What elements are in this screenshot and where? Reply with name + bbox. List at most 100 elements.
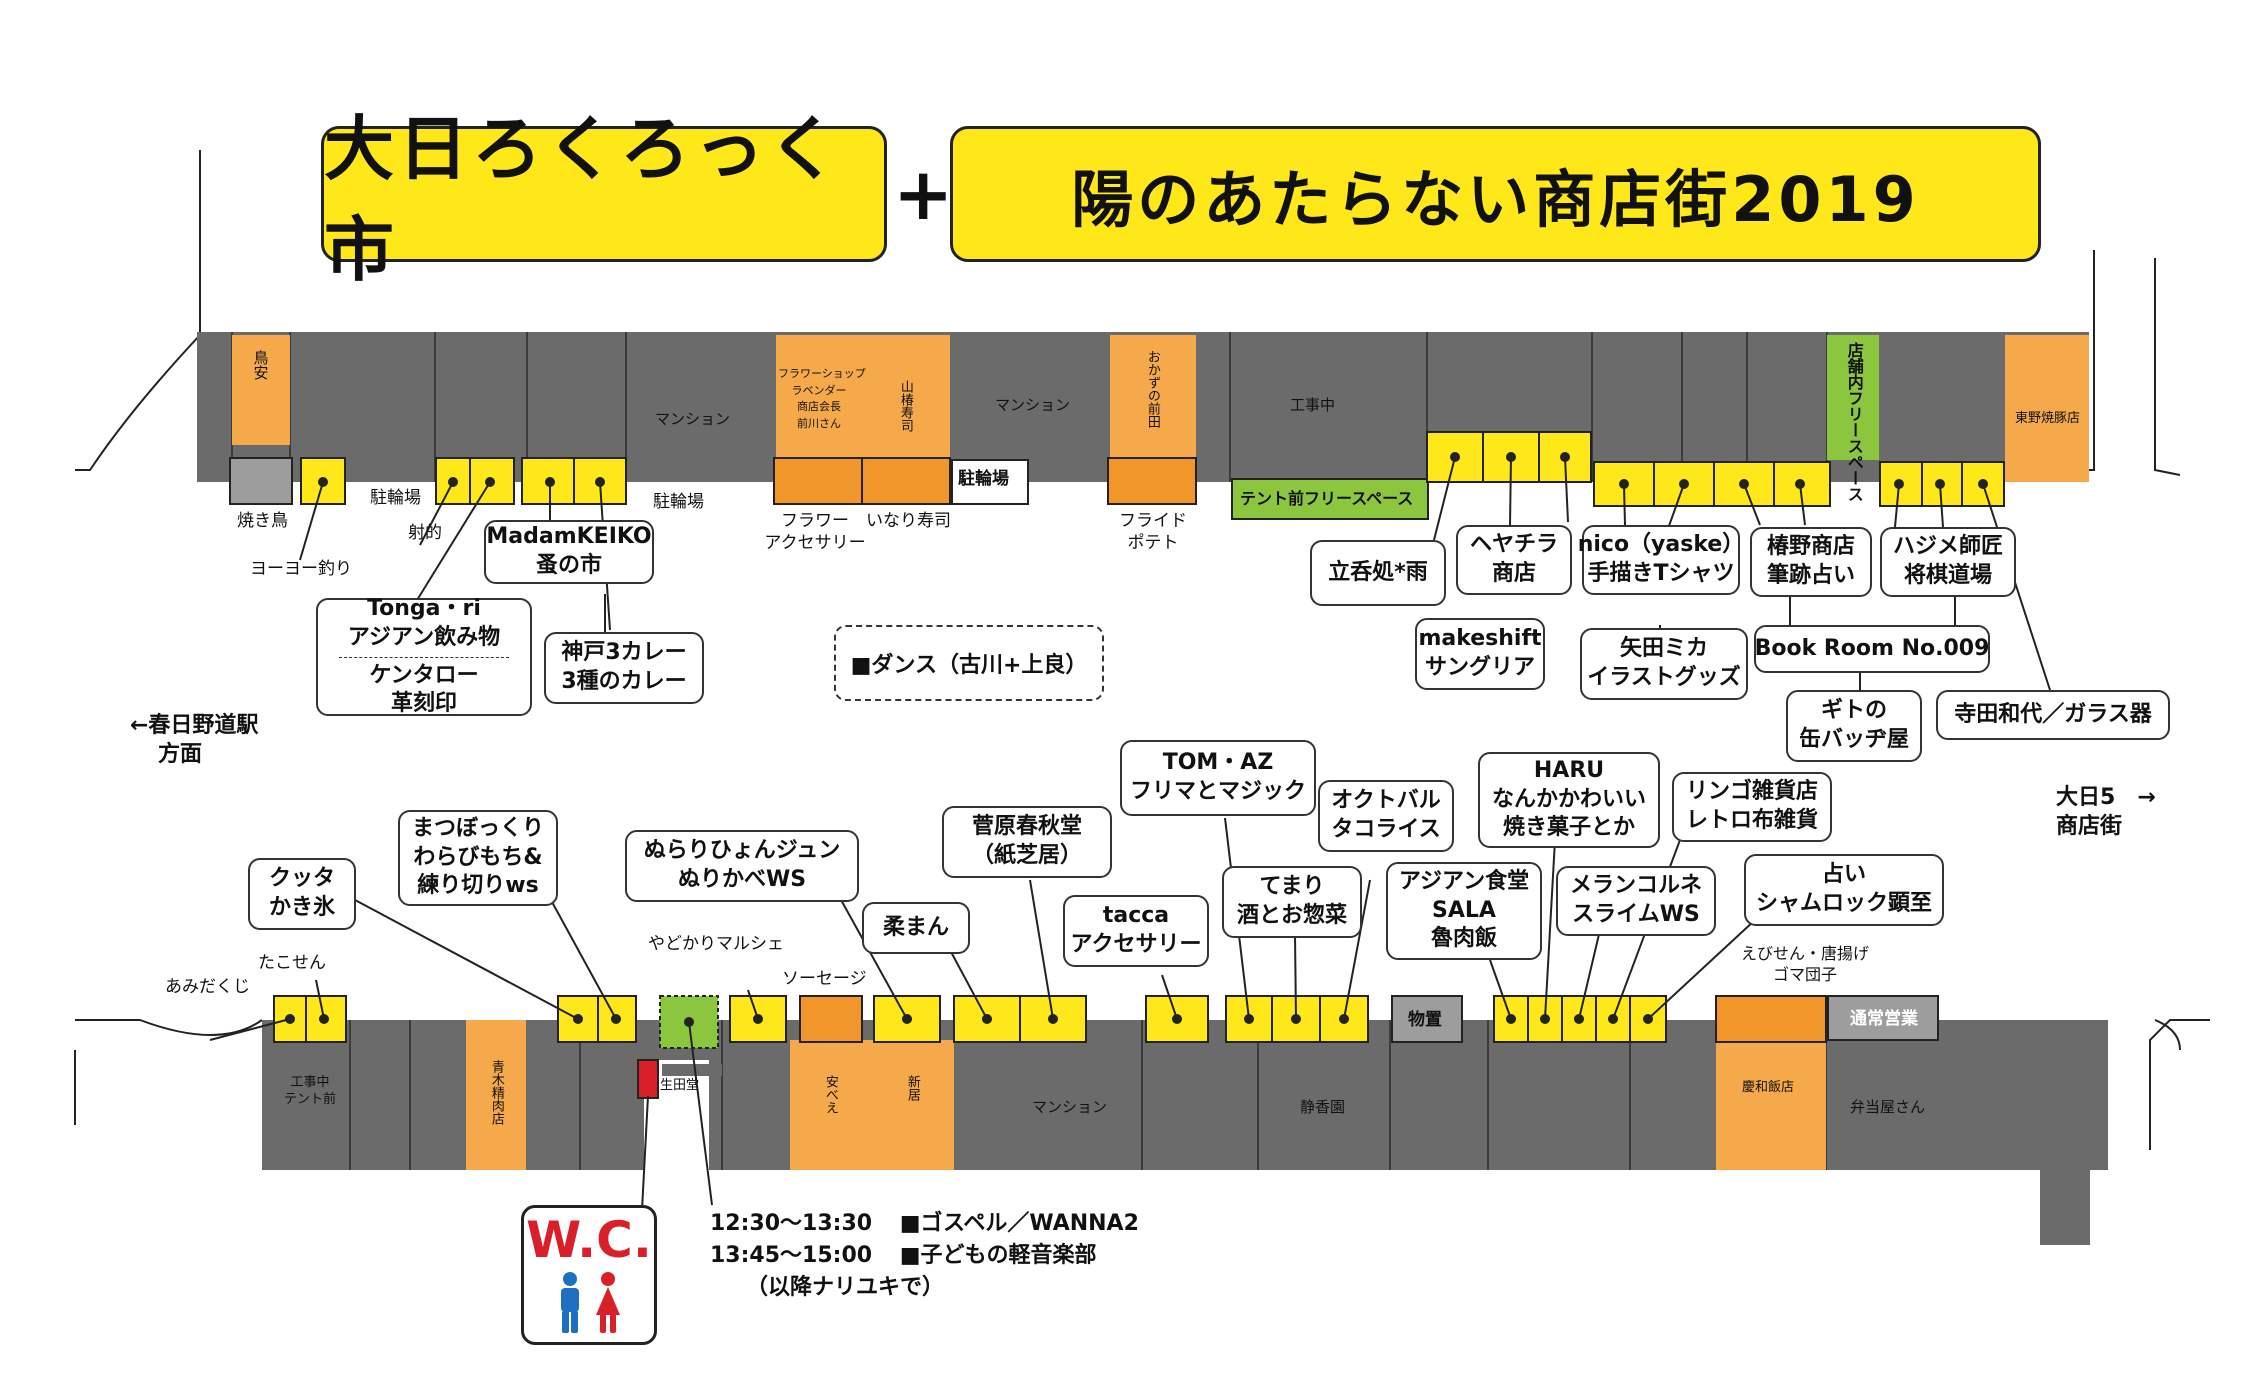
vendor-tom-az[interactable]: TOM・AZ フリマとマジック: [1120, 740, 1316, 816]
direction-left-line2: 方面: [158, 741, 203, 767]
vendor-guitar-badge[interactable]: ギトの 缶バッヂ屋: [1786, 690, 1922, 762]
female-toilet-icon: [596, 1272, 620, 1333]
shop-construction-south-line1: 工事中: [290, 1075, 330, 1090]
vendor-octobal-name: オクトバル: [1331, 788, 1441, 814]
vendor-tongari-kentaro[interactable]: Tonga・ri アジアン飲み物 ケンタロー 革刻印: [316, 596, 532, 716]
vendor-juman[interactable]: 柔まん: [862, 902, 970, 954]
vendor-kutta[interactable]: クッタ かき氷: [248, 858, 356, 930]
vendor-melan-corne[interactable]: メランコルネ スライムWS: [1556, 866, 1716, 936]
vendor-madam-keiko[interactable]: MadamKEIKO 蚤の市: [484, 520, 654, 584]
vendor-hajime-item: 将棋道場: [1903, 563, 1992, 588]
shop-torimasu: 鳥安: [251, 350, 270, 380]
vendor-makeshift-item: サングリア: [1424, 655, 1535, 680]
direction-right-line2: 商店街: [2056, 813, 2123, 839]
vendor-tongari-item: アジアン飲み物: [347, 624, 501, 650]
vendor-haru-item1: なんかかわいい: [1491, 786, 1646, 812]
vendor-makeshift[interactable]: makeshift サングリア: [1415, 618, 1545, 690]
vendor-sugawara[interactable]: 菅原春秋堂 （紙芝居）: [942, 806, 1112, 878]
vendor-hajime-shisho[interactable]: ハジメ師匠 将棋道場: [1880, 527, 2016, 597]
vendor-tsubaki-item: 筆跡占い: [1766, 563, 1855, 588]
vendor-rikkyo-ame[interactable]: 立呑処*雨: [1310, 540, 1446, 606]
vendor-melan-name: メランコルネ: [1569, 873, 1702, 899]
vendor-divider: [339, 656, 509, 658]
vendor-nico-item: 手描きTシャツ: [1587, 561, 1735, 586]
vendor-tacca-name: tacca: [1102, 903, 1170, 929]
vendor-book-room-name: Book Room No.009: [1754, 635, 1990, 661]
label-flower-accessory: フラワー アクセサリー: [760, 510, 870, 554]
label-bike-parking-3: 駐輪場: [958, 469, 1009, 489]
vendor-matsubokkuri-item1: わらびもち&: [413, 844, 543, 870]
label-yakitori: 焼き鳥: [237, 511, 288, 531]
vendor-haru-item2: 焼き菓子とか: [1502, 815, 1635, 841]
shop-bento: 弁当屋さん: [1850, 1098, 1926, 1116]
label-shateki: 射的: [408, 523, 442, 543]
vendor-tsubaki-shoten[interactable]: 椿野商店 筆跡占い: [1750, 527, 1872, 597]
wc-label: W.C.: [526, 1211, 652, 1269]
toilet-icon: [561, 1272, 620, 1333]
shop-shinkyo: 新居: [904, 1075, 920, 1101]
vendor-tacca-item: アクセサリー: [1070, 932, 1202, 957]
schedule-time-1: 12:30〜13:30: [710, 1211, 873, 1236]
vendor-hechira-shoten[interactable]: ヘヤチラ 商店: [1456, 525, 1572, 595]
vendor-matsubokkuri[interactable]: まつぼっくり わらびもち& 練り切りws: [398, 810, 558, 906]
vendor-uranai-item: シャムロック顕至: [1755, 891, 1932, 916]
vendor-haru[interactable]: HARU なんかかわいい 焼き菓子とか: [1478, 752, 1660, 848]
title-left-badge: 大日ろくろっく市: [321, 108, 887, 291]
direction-right-line1: 大日5 →: [2056, 785, 2156, 810]
shop-yamahashi-sushi: 山椿寿司: [897, 380, 913, 432]
vendor-terada-kazuyo[interactable]: 寺田和代／ガラス器: [1936, 690, 2170, 740]
shop-yasube: 安べえ: [822, 1075, 838, 1114]
vendor-kentaro-name: ケンタロー: [369, 662, 479, 688]
vendor-kobe-curry[interactable]: 神戸3カレー 3種のカレー: [544, 632, 704, 704]
vendor-temari[interactable]: てまり 酒とお惣菜: [1222, 866, 1362, 938]
vendor-tom-az-name: TOM・AZ: [1162, 750, 1274, 776]
vendor-nurarihyon-name: ぬらりひょんジュン: [643, 838, 841, 864]
schedule-event-1: ■ゴスペル／WANNA2: [899, 1211, 1139, 1236]
title-right-badge: 陽のあたらない商店街2019: [950, 126, 2041, 262]
label-inari-sushi: いなり寿司: [866, 511, 951, 531]
dance-area[interactable]: ■ダンス（古川+上良）: [834, 625, 1104, 701]
shop-construction-south-line2: テント前: [283, 1091, 336, 1107]
vendor-asian-shokudo[interactable]: アジアン食堂 SALA 魯肉飯: [1386, 862, 1542, 960]
wc-sign[interactable]: W.C.: [521, 1205, 657, 1345]
vendor-temari-name: てまり: [1259, 874, 1325, 900]
label-amidakuji: あみだくじ: [165, 977, 250, 997]
shop-mansion-south: マンション: [1032, 1098, 1108, 1116]
label-sausage: ソーセージ: [782, 969, 867, 989]
vendor-ringo-zakka[interactable]: リンゴ雑貨店 レトロ布雑貨: [1672, 772, 1832, 842]
vendor-nico-yaske[interactable]: nico（yaske） 手描きTシャツ: [1578, 525, 1744, 595]
vendor-octobal[interactable]: オクトバル タコライス: [1318, 780, 1454, 852]
vendor-matsubokkuri-name: まつぼっくり: [411, 816, 544, 842]
vendor-haru-name: HARU: [1533, 758, 1605, 784]
vendor-tacca[interactable]: tacca アクセサリー: [1063, 895, 1209, 967]
label-yoyo-fishing: ヨーヨー釣り: [250, 559, 352, 579]
label-ebisen-line1: えびせん・唐揚げ: [1740, 944, 1869, 963]
shop-storage: 物置: [1408, 1010, 1442, 1030]
vendor-nurarihyon[interactable]: ぬらりひょんジュン ぬりかべWS: [625, 830, 859, 902]
vendor-hajime-name: ハジメ師匠: [1892, 534, 2003, 560]
shop-keiwa-hanten: 慶和飯店: [1742, 1080, 1795, 1095]
vendor-sugawara-item: （紙芝居）: [971, 843, 1082, 868]
vendor-kutta-item: かき氷: [268, 895, 335, 920]
vendor-uranai-shamrock[interactable]: 占い シャムロック顕至: [1744, 854, 1944, 926]
vendor-nurarihyon-item: ぬりかべWS: [677, 867, 807, 892]
shop-normal-business: 通常営業: [1850, 1009, 1918, 1029]
shop-seikoen: 静香園: [1300, 1098, 1346, 1116]
vendor-kobe-curry-item: 3種のカレー: [561, 669, 687, 694]
label-ebisen-line2: ゴマ団子: [1772, 964, 1837, 984]
schedule-event-2: ■子どもの軽音楽部: [899, 1242, 1097, 1268]
vendor-book-room[interactable]: Book Room No.009: [1754, 625, 1990, 673]
shop-store-free-space: 店舗内フリースペース: [1844, 342, 1864, 502]
vendor-hechira-line2: 商店: [1491, 561, 1536, 586]
title-right-text: 陽のあたらない商店街2019: [1071, 163, 1920, 236]
shop-aoki-meat: 青木精肉店: [488, 1060, 504, 1125]
label-fried-potato-line1: フライド: [1119, 511, 1187, 531]
vendor-ringo-name: リンゴ雑貨店: [1685, 779, 1818, 805]
label-tent-free-space: テント前フリースペース: [1240, 489, 1414, 508]
vendor-yada-mika[interactable]: 矢田ミカ イラストグッズ: [1580, 628, 1748, 700]
vendor-kutta-name: クッタ: [268, 866, 335, 892]
schedule-row-1: 12:30〜13:30 ■ゴスペル／WANNA2: [710, 1208, 1139, 1240]
direction-right: 大日5 → 商店街: [2056, 784, 2156, 841]
vendor-asian-sub: SALA: [1432, 897, 1496, 923]
label-yadokari-marche: やどかりマルシェ: [648, 934, 784, 954]
